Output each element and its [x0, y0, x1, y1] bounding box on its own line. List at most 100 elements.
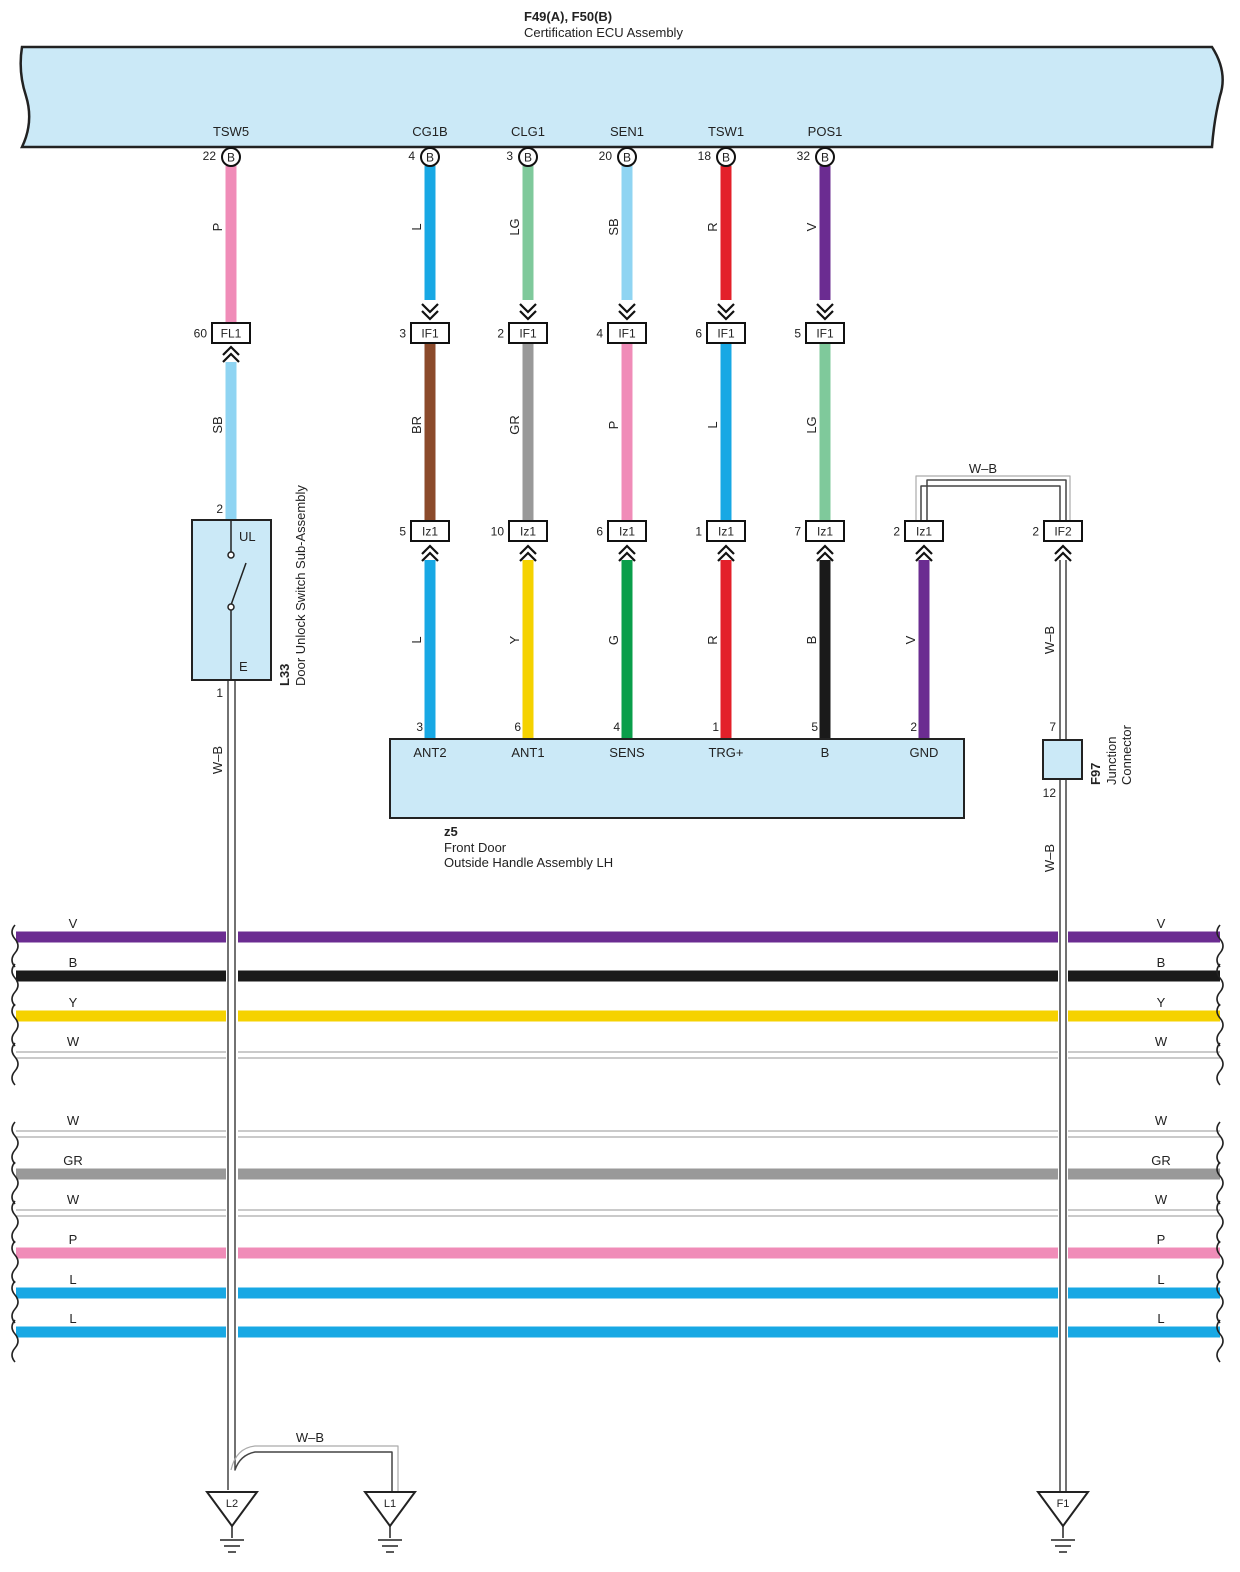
ecu-connector-letter: B	[722, 151, 730, 165]
connector-if1-2-label: IF1	[519, 327, 537, 341]
bus-label-right: L	[1157, 1272, 1164, 1287]
connector-iz1-3-label: Iz1	[619, 525, 635, 539]
f97-pin-bot: 12	[1043, 786, 1057, 800]
connector-iz1-1-pin: 5	[399, 525, 406, 539]
z5-term-ant1: ANT1	[511, 745, 544, 760]
connector-if1-2-pin: 2	[497, 327, 504, 341]
ecu-connector-letter: B	[623, 151, 631, 165]
ecu-connector-b-6: B	[815, 147, 835, 167]
connector-iz1-1-label: Iz1	[422, 525, 438, 539]
ecu-terminals: TSW5 CG1B CLG1 SEN1 TSW1 POS1 22 4 3 20 …	[203, 124, 843, 163]
wire-label-col3-mid: P	[606, 421, 621, 430]
ecu-pin-22: 22	[203, 149, 217, 163]
chevron-down-icon	[816, 303, 834, 321]
ecu-code: F49(A), F50(B)	[524, 9, 612, 24]
bus-label-right: W	[1155, 1192, 1168, 1207]
connector-iz1-4-pin: 1	[695, 525, 702, 539]
z5-pin-1: 1	[712, 720, 719, 734]
wire-wb-left-trunk	[227, 676, 393, 1492]
z5-term-gnd: GND	[910, 745, 939, 760]
bus-label-right: B	[1157, 955, 1166, 970]
wire-label-col5-top: V	[804, 222, 819, 231]
z5-term-ant2: ANT2	[413, 745, 446, 760]
connector-if1-2: IF1 2	[497, 322, 548, 344]
f97-line1: Junction	[1104, 737, 1119, 785]
chevron-up-icon	[618, 544, 636, 562]
bus-label-left: L	[69, 1311, 76, 1326]
ecu-term-tsw1: TSW1	[708, 124, 744, 139]
ground-l2-label: L2	[226, 1498, 238, 1510]
z5-pin-3: 3	[416, 720, 423, 734]
wire-label-col2-bottom: Y	[507, 635, 522, 644]
grounds: L2 L1 F1	[205, 1491, 1090, 1553]
wire-wb-right-upper	[1059, 560, 1067, 739]
wire-label-f97-wb: W–B	[1042, 844, 1057, 872]
ecu-name: Certification ECU Assembly	[524, 25, 683, 40]
bus-label-left: B	[69, 955, 78, 970]
connector-iz1-gnd-pin: 2	[893, 525, 900, 539]
wire-label-wb-switch: W–B	[210, 746, 225, 774]
wire-label-col2-mid: GR	[507, 415, 522, 435]
ecu-connector-b-2: B	[420, 147, 440, 167]
bus-label-left: L	[69, 1272, 76, 1287]
switch-pin-in: 2	[216, 502, 223, 516]
connector-if1-4-label: IF1	[717, 327, 735, 341]
ecu-term-tsw5: TSW5	[213, 124, 249, 139]
switch-pin-out: 1	[216, 686, 223, 700]
z5-code: z5	[444, 824, 458, 839]
ecu-connector-letter: B	[821, 151, 829, 165]
z5-pin-6: 6	[514, 720, 521, 734]
bus-label-left: W	[67, 1192, 80, 1207]
chevron-up-icon	[519, 544, 537, 562]
connector-iz1-gnd: Iz1 2	[893, 520, 944, 542]
wire-label-col1-top: L	[409, 223, 424, 230]
switch-term-ul: UL	[239, 529, 256, 544]
connector-fl1-pin: 60	[194, 327, 208, 341]
wire-label-col4-mid: L	[705, 421, 720, 428]
connector-if1-5-pin: 5	[794, 327, 801, 341]
wire-label-col5-mid: LG	[804, 416, 819, 433]
ecu-connector-letter: B	[426, 151, 434, 165]
bus-label-right: V	[1157, 916, 1166, 931]
connector-chevrons	[222, 303, 1072, 562]
switch-name: Door Unlock Switch Sub-Assembly	[293, 485, 308, 686]
connector-iz1-5-label: Iz1	[817, 525, 833, 539]
wire-label-col5-bottom: B	[804, 636, 819, 645]
wire-wb-left-trunk-outer	[230, 1445, 399, 1492]
connector-iz1-1: Iz1 5	[399, 520, 450, 542]
wire-label-if2-wb: W–B	[1042, 626, 1057, 654]
door-unlock-switch: UL E 2 1 L33 Door Unlock Switch Sub-Asse…	[191, 485, 308, 700]
wire-wb-right-lower	[1059, 780, 1067, 1492]
ecu-term-pos1: POS1	[808, 124, 843, 139]
connector-iz1-3: Iz1 6	[596, 520, 647, 542]
ecu-connector-letter: B	[227, 151, 235, 165]
ecu-pin-3: 3	[506, 149, 513, 163]
z5-term-b: B	[821, 745, 830, 760]
ecu-pin-20: 20	[599, 149, 613, 163]
connector-if1-5-label: IF1	[816, 327, 834, 341]
bus-label-left: GR	[63, 1153, 83, 1168]
connector-iz1-3-pin: 6	[596, 525, 603, 539]
chevron-up-icon	[1054, 544, 1072, 562]
bus-label-left: W	[67, 1034, 80, 1049]
junction-connector-f97: 7 12 F97 Junction Connector	[1042, 720, 1134, 800]
ground-l1-label: L1	[384, 1498, 396, 1510]
chevron-up-icon	[915, 544, 933, 562]
bus-label-right: Y	[1157, 995, 1166, 1010]
connector-iz1-gnd-label: Iz1	[916, 525, 932, 539]
wire-wb-link-top-outer	[915, 475, 1071, 520]
connector-iz1-4-label: Iz1	[718, 525, 734, 539]
